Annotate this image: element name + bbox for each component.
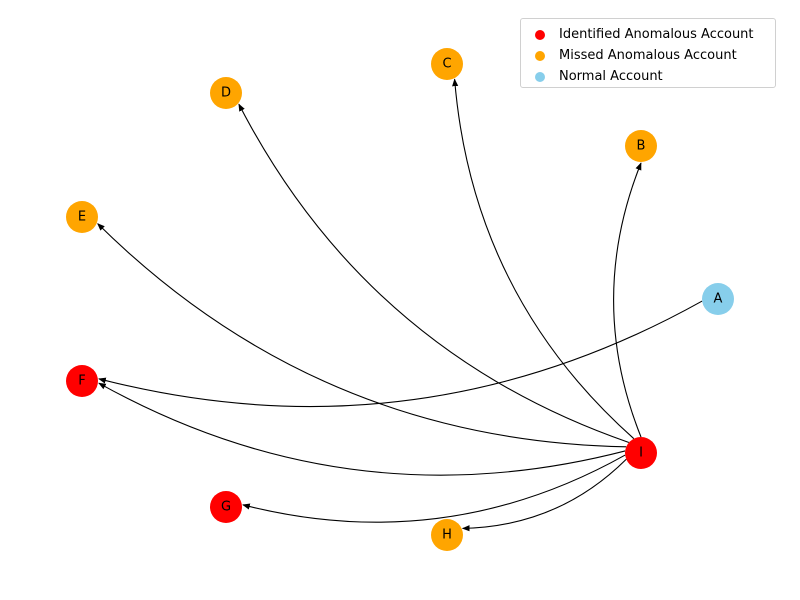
legend-label-normal: Normal Account — [559, 69, 663, 84]
node-circle-F — [66, 365, 98, 397]
legend-label-identified: Identified Anomalous Account — [559, 27, 754, 42]
node-circle-H — [431, 519, 463, 551]
node-circle-E — [66, 201, 98, 233]
edges-layer — [97, 78, 703, 532]
edge-I-E — [97, 223, 627, 448]
node-D: D — [210, 77, 242, 109]
legend-marker-identified — [535, 29, 545, 40]
node-I: I — [625, 437, 657, 469]
edge-I-G — [242, 454, 626, 523]
node-label-B: B — [637, 139, 646, 154]
nodes-layer: A B C D E F G H I — [66, 48, 734, 551]
node-circle-G — [210, 491, 242, 523]
node-C: C — [431, 48, 463, 80]
node-label-F: F — [78, 374, 85, 389]
node-circle-I — [625, 437, 657, 469]
edge-I-H — [461, 458, 627, 532]
node-label-I: I — [639, 446, 643, 461]
node-label-G: G — [221, 500, 231, 515]
node-H: H — [431, 519, 463, 551]
legend-item-identified: Identified Anomalous Account — [535, 24, 775, 45]
legend-item-normal: Normal Account — [535, 66, 775, 87]
node-label-D: D — [221, 86, 231, 101]
edge-I-B — [613, 162, 642, 438]
node-B: B — [625, 130, 657, 162]
node-label-H: H — [442, 528, 452, 543]
edge-A-F — [98, 300, 703, 408]
legend-marker-missed — [535, 50, 545, 61]
node-circle-D — [210, 77, 242, 109]
node-label-A: A — [714, 292, 723, 307]
legend: Identified Anomalous Account Missed Anom… — [520, 18, 776, 88]
node-A: A — [702, 283, 734, 315]
node-G: G — [210, 491, 242, 523]
node-label-C: C — [442, 57, 451, 72]
legend-item-missed: Missed Anomalous Account — [535, 45, 775, 66]
node-E: E — [66, 201, 98, 233]
legend-label-missed: Missed Anomalous Account — [559, 48, 737, 63]
node-F: F — [66, 365, 98, 397]
edge-I-C — [452, 78, 635, 440]
edge-I-D — [238, 103, 630, 444]
node-circle-C — [431, 48, 463, 80]
node-label-E: E — [78, 210, 86, 225]
edge-I-F — [98, 382, 626, 476]
node-circle-A — [702, 283, 734, 315]
legend-marker-normal — [535, 71, 545, 82]
node-circle-B — [625, 130, 657, 162]
